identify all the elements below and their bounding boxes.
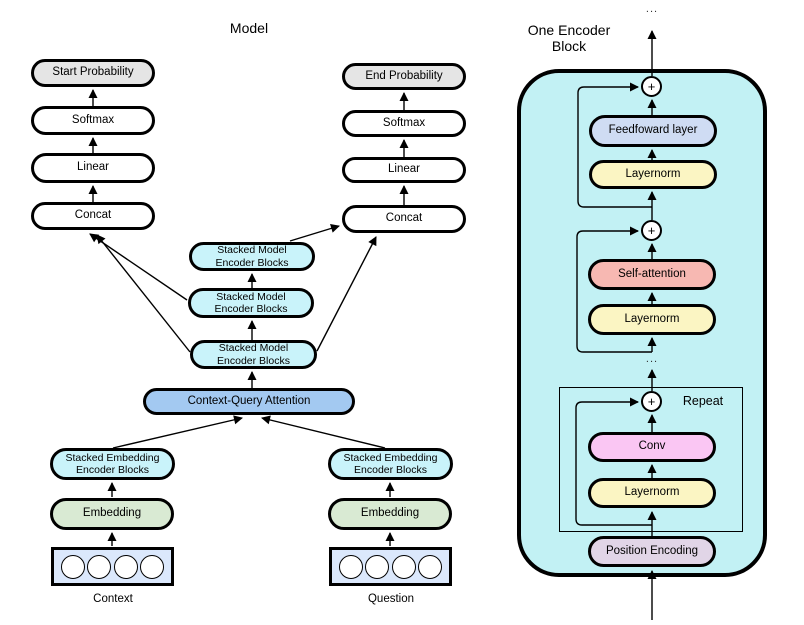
stacked-embedding-encoder-left-pill: Stacked Embedding Encoder Blocks: [50, 448, 175, 480]
layernorm-bottom-pill: Layernorm: [588, 478, 716, 508]
feedforward-layer-pill: Feedfoward layer: [589, 115, 717, 147]
end-probability-pill: End Probability: [342, 63, 466, 90]
plus-circle-icon: +: [641, 76, 662, 97]
repeat-label: Repeat: [682, 394, 724, 408]
conv-pill: Conv: [588, 432, 716, 462]
position-encoding-pill: Position Encoding: [588, 536, 716, 567]
arrow: [316, 236, 377, 352]
embedding-right-pill: Embedding: [328, 498, 452, 530]
stacked-model-encoder-top-pill: Stacked Model Encoder Blocks: [189, 242, 315, 271]
concat-right-pill: Concat: [342, 205, 466, 233]
context-tokens-box: [51, 547, 174, 586]
softmax-right-pill: Softmax: [342, 110, 466, 137]
token-circle: [391, 554, 416, 579]
token-circle: [139, 554, 164, 579]
concat-left-pill: Concat: [31, 202, 155, 230]
plus-circle-icon: +: [641, 220, 662, 241]
model-title: Model: [229, 20, 269, 36]
layernorm-middle-pill: Layernorm: [588, 304, 716, 335]
token-circle: [61, 554, 85, 579]
token-circle: [339, 554, 363, 579]
question-label: Question: [367, 593, 415, 605]
token-circle: [113, 554, 138, 579]
arrow: [112, 415, 243, 449]
self-attention-pill: Self-attention: [588, 259, 716, 290]
embedding-left-pill: Embedding: [50, 498, 174, 530]
token-circle: [365, 554, 390, 579]
linear-left-pill: Linear: [31, 153, 155, 183]
stacked-model-encoder-bottom-pill: Stacked Model Encoder Blocks: [190, 340, 317, 369]
context-query-attention-pill: Context-Query Attention: [143, 388, 355, 415]
stacked-model-encoder-middle-pill: Stacked Model Encoder Blocks: [188, 288, 314, 318]
repeat-group-box: [559, 387, 743, 532]
token-circle: [417, 554, 442, 579]
layernorm-top-pill: Layernorm: [589, 160, 717, 189]
arrow: [261, 415, 386, 449]
question-tokens-box: [329, 547, 452, 586]
ellipsis-top: ...: [645, 3, 659, 15]
arrow: [89, 233, 188, 301]
context-label: Context: [93, 593, 133, 605]
plus-circle-icon: +: [641, 391, 662, 412]
arrow: [96, 234, 191, 353]
linear-right-pill: Linear: [342, 157, 466, 183]
stacked-embedding-encoder-right-pill: Stacked Embedding Encoder Blocks: [328, 448, 453, 480]
softmax-left-pill: Softmax: [31, 106, 155, 135]
encoder-block-title: One Encoder Block: [527, 22, 611, 55]
arrow: [289, 224, 340, 242]
token-circle: [87, 554, 112, 579]
ellipsis-middle: ...: [645, 353, 659, 365]
start-probability-pill: Start Probability: [31, 59, 155, 87]
